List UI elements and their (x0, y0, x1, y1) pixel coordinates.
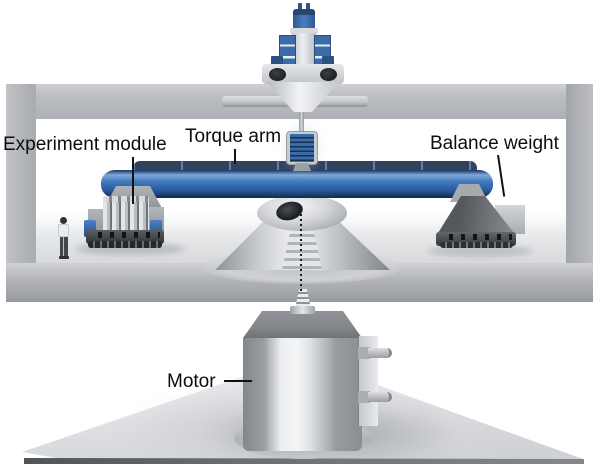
experiment-module-label: Experiment module (3, 134, 167, 155)
floor-plate-edge (24, 458, 584, 464)
person-torso (58, 224, 69, 237)
rotation-axis-dotted-line (300, 214, 302, 294)
bearing-hole-left (269, 68, 286, 81)
module-cylinders (103, 202, 149, 232)
balance-weight-rivets (440, 242, 513, 248)
drive-top-unit (293, 9, 315, 30)
person-feet (59, 256, 69, 259)
motor-port-mount-upper (358, 347, 370, 359)
motor-housing-body (243, 338, 362, 451)
pedestal-dome (257, 195, 347, 231)
bearing-hole-right (320, 68, 337, 81)
balance-weight-label: Balance weight (430, 133, 559, 154)
drive-top-post-left (298, 3, 302, 12)
experiment-module-leader-line (132, 157, 134, 204)
drive-top-post-right (306, 3, 310, 12)
module-cylinder-caps (103, 196, 149, 203)
drive-tower-column (292, 33, 316, 66)
module-rollers (88, 241, 162, 248)
motor-leader-line (224, 380, 252, 382)
drive-collar (290, 28, 318, 34)
drive-connector-left (271, 56, 283, 65)
motor-threaded-shaft (295, 289, 311, 309)
drive-connector-right (322, 56, 334, 65)
coupling-stripes (290, 134, 314, 162)
balance-weight-rail-slots (441, 234, 512, 240)
motor-port-upper (368, 348, 392, 358)
motor-port-lower (368, 392, 392, 402)
motor-label: Motor (167, 371, 216, 392)
torque-arm-label: Torque arm (185, 126, 282, 147)
motor-shaft-collar (290, 306, 315, 314)
torque-arm-leader-line (234, 149, 236, 164)
arm-center-hub (293, 163, 311, 171)
module-rail-slots (90, 232, 160, 238)
person-head (60, 217, 67, 224)
motor-port-mount-lower (358, 391, 370, 403)
balance-weight-shadow (428, 245, 532, 257)
motor-housing-top (243, 311, 362, 338)
person-legs (60, 237, 68, 257)
